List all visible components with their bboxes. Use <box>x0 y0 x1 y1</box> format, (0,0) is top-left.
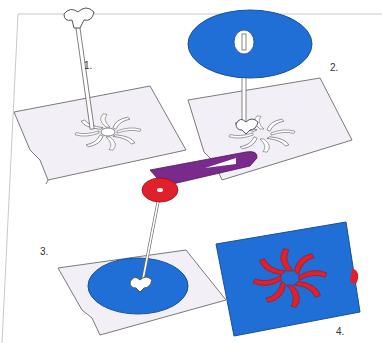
step-number: 2. <box>330 62 338 73</box>
step-number: 1. <box>84 60 92 71</box>
step-1-illustration <box>14 8 186 184</box>
step-number: 3. <box>40 246 48 257</box>
step-number: 4. <box>336 326 344 337</box>
frame-line <box>2 14 382 343</box>
step-4-illustration <box>216 222 360 336</box>
step-2-illustration <box>188 10 352 180</box>
